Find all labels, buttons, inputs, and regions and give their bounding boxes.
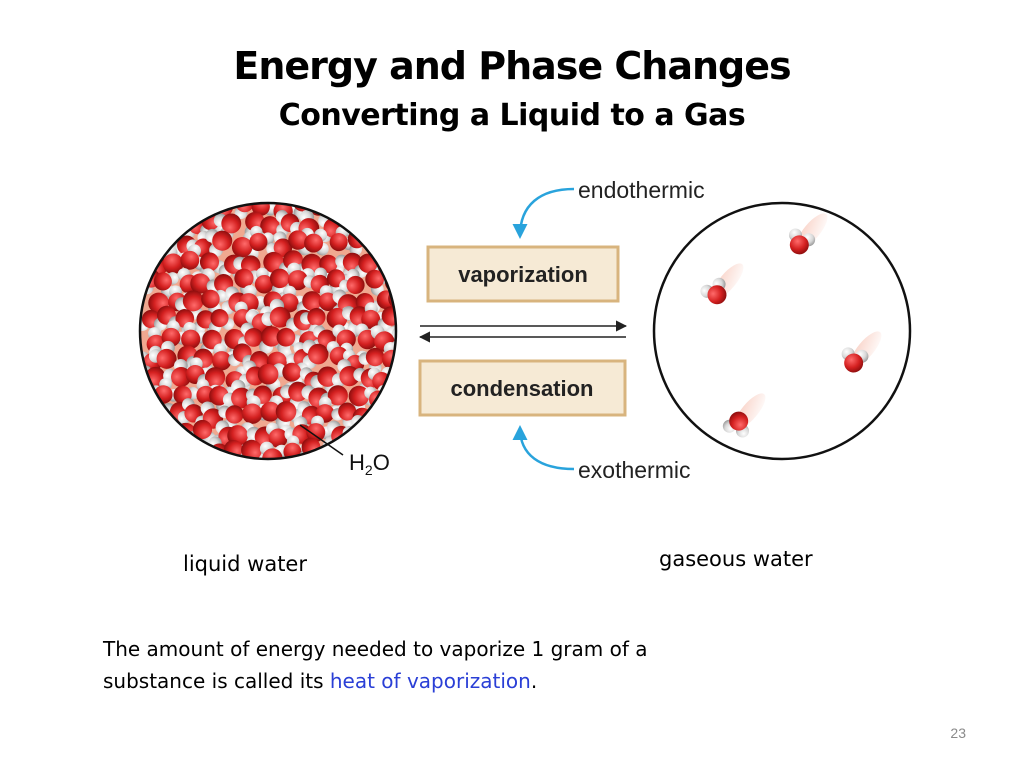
note-text: The amount of energy needed to vaporize … bbox=[103, 637, 648, 693]
gaseous-water-circle bbox=[652, 201, 912, 461]
endothermic-arrow bbox=[512, 187, 575, 239]
liquid-water-circle bbox=[138, 201, 398, 461]
water-molecule bbox=[208, 309, 235, 334]
water-molecule bbox=[174, 290, 204, 320]
slide-title: Energy and Phase Changes bbox=[233, 44, 791, 88]
water-molecule bbox=[788, 228, 816, 255]
water-molecule bbox=[700, 277, 727, 305]
slide-number: 23 bbox=[950, 725, 966, 741]
phase-change-diagram: H2O vaporization condensation endothermi… bbox=[138, 177, 912, 483]
water-molecule bbox=[238, 285, 267, 314]
water-molecule bbox=[148, 340, 177, 369]
slide-subtitle: Converting a Liquid to a Gas bbox=[278, 98, 746, 133]
water-molecule bbox=[177, 398, 203, 424]
molecule-pointer-line bbox=[299, 424, 344, 456]
water-molecule bbox=[304, 228, 329, 256]
gaseous-water-caption: gaseous water bbox=[659, 547, 813, 571]
water-molecule bbox=[261, 298, 291, 328]
water-molecule bbox=[332, 324, 360, 349]
exothermic-label: exothermic bbox=[578, 457, 690, 483]
water-molecule bbox=[306, 415, 333, 442]
water-molecule bbox=[249, 225, 275, 252]
water-molecule bbox=[722, 411, 750, 438]
vaporization-label: vaporization bbox=[458, 262, 588, 287]
water-molecule bbox=[339, 268, 365, 295]
exothermic-arrow bbox=[512, 425, 575, 471]
water-molecule bbox=[257, 363, 287, 392]
water-molecule bbox=[331, 402, 357, 428]
liquid-water-caption: liquid water bbox=[183, 552, 307, 576]
liquid-molecules bbox=[140, 203, 396, 459]
vaporization-box: vaporization bbox=[426, 245, 620, 303]
water-molecule bbox=[222, 379, 252, 409]
note-period: . bbox=[530, 669, 538, 693]
molecule-label: H2O bbox=[349, 450, 390, 478]
gas-molecules bbox=[700, 213, 882, 438]
condensation-label: condensation bbox=[450, 376, 593, 401]
heat-of-vaporization-note: The amount of energy needed to vaporize … bbox=[103, 633, 703, 697]
water-molecule bbox=[181, 321, 208, 349]
condensation-box: condensation bbox=[418, 359, 627, 417]
heat-of-vaporization-term: heat of vaporization bbox=[329, 669, 531, 693]
water-molecule bbox=[841, 347, 869, 373]
endothermic-label: endothermic bbox=[578, 177, 705, 203]
